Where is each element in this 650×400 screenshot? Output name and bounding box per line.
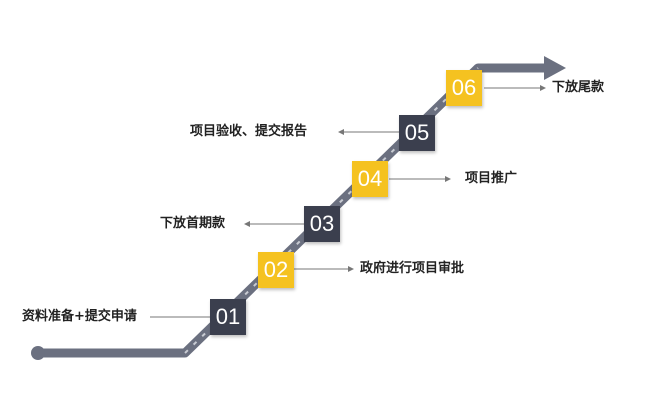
step-05-box: 05 (399, 115, 435, 151)
track-arrow-head (544, 56, 566, 80)
step-05-label: 项目验收、提交报告 (190, 124, 308, 139)
connector-02 (294, 266, 354, 272)
step-01-box: 01 (210, 299, 246, 335)
step-01-number: 01 (215, 304, 241, 329)
step-03-label: 下放首期款 (160, 216, 226, 231)
connector-03 (244, 221, 305, 227)
track-start-dot (31, 346, 45, 360)
step-06-label: 下放尾款 (552, 80, 605, 95)
step-03-box: 03 (304, 206, 340, 242)
connector-06 (484, 85, 546, 91)
connector-04 (389, 176, 451, 182)
step-04-box: 04 (352, 161, 388, 197)
connector-05 (338, 129, 400, 135)
step-02-label: 政府进行项目审批 (360, 261, 465, 276)
step-01-label: 资料准备+提交申请 (22, 309, 137, 324)
step-03-number: 03 (309, 211, 335, 236)
step-02-number: 02 (263, 257, 289, 282)
step-02-box: 02 (258, 252, 294, 288)
step-06-number: 06 (451, 75, 477, 100)
step-04-number: 04 (357, 166, 383, 191)
step-04-label: 项目推广 (465, 171, 518, 186)
step-05-number: 05 (404, 120, 430, 145)
step-06-box: 06 (446, 70, 482, 106)
